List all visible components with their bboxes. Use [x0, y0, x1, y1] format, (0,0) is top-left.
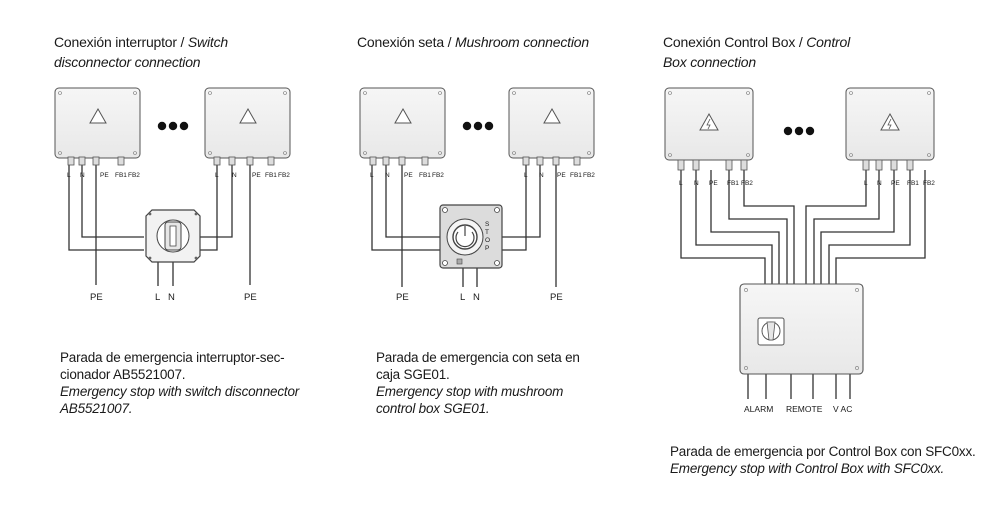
caption-mushroom-es-2: caja SGE01.	[376, 367, 450, 382]
stop-letter: T	[485, 229, 489, 236]
terminal-label: FB1	[570, 172, 582, 179]
terminal-label: FB1	[419, 172, 431, 179]
device-box-right-2	[508, 87, 595, 166]
warning-triangle-icon	[89, 107, 107, 124]
ellipsis-dots-2	[462, 121, 494, 131]
warning-triangle-icon	[394, 107, 412, 124]
device-box-left-1	[54, 87, 141, 166]
terminal-label: L	[215, 172, 219, 179]
output-label: N	[473, 292, 480, 303]
terminal-labels-1: L N PE FB1 FB2 L N PE FB1 FB2	[67, 172, 290, 179]
terminal-label: N	[385, 172, 390, 179]
terminal-label: FB1	[727, 180, 739, 187]
caption-mushroom-en-2: control box SGE01.	[376, 401, 490, 416]
output-label: L	[460, 292, 465, 303]
title-switch-en-2: disconnector connection	[54, 54, 201, 70]
output-labels-3: ALARM REMOTE V AC	[744, 404, 852, 414]
title-controlbox: Conexión Control Box / Control Box conne…	[663, 32, 850, 72]
terminal-label: N	[80, 172, 85, 179]
stop-letter: S	[485, 221, 490, 228]
output-labels-1: PE L N PE	[90, 292, 257, 303]
title-controlbox-en-2: Box connection	[663, 54, 756, 70]
caption-switch-es-1: Parada de emergencia interruptor-sec-	[60, 350, 285, 365]
output-label: PE	[90, 292, 103, 303]
electrical-hazard-icon	[880, 112, 900, 131]
terminal-label: N	[232, 172, 237, 179]
terminal-label: N	[539, 172, 544, 179]
switch-disconnector	[145, 209, 201, 263]
terminal-label: FB2	[923, 180, 935, 187]
control-device-left	[664, 87, 754, 171]
control-box	[739, 283, 864, 375]
caption-controlbox-es-1: Parada de emergencia por Control Box con…	[670, 444, 976, 459]
output-label: L	[155, 292, 160, 303]
caption-switch-en-1: Emergency stop with switch disconnector	[60, 384, 300, 399]
output-labels-2: PE L N PE	[396, 292, 563, 303]
title-mushroom-en-1: Mushroom connection	[454, 34, 589, 50]
caption-controlbox-en-1: Emergency stop with Control Box with SFC…	[670, 461, 945, 476]
terminal-label: PE	[404, 172, 413, 179]
caption-switch: Parada de emergencia interruptor-sec- ci…	[60, 349, 299, 417]
terminal-label: FB2	[278, 172, 290, 179]
caption-switch-es-2: cionador AB5521007.	[60, 367, 186, 382]
terminal-label: L	[67, 172, 71, 179]
caption-mushroom-es-1: Parada de emergencia con seta en	[376, 350, 580, 365]
terminal-label: L	[864, 180, 868, 187]
title-switch: Conexión interruptor / Switch disconnect…	[54, 32, 228, 72]
terminal-label: PE	[891, 180, 900, 187]
mushroom-button-icon	[452, 224, 478, 250]
terminal-label: N	[877, 180, 882, 187]
device-box-right-1	[204, 87, 291, 166]
ellipsis-dots-1	[157, 121, 189, 131]
caption-controlbox: Parada de emergencia por Control Box con…	[670, 443, 976, 477]
terminal-label: N	[694, 180, 699, 187]
terminal-label: PE	[100, 172, 109, 179]
terminal-labels-2: L N PE FB1 FB2 L N PE FB1 FB2	[370, 172, 595, 179]
terminal-label: FB2	[583, 172, 595, 179]
caption-mushroom: Parada de emergencia con seta en caja SG…	[376, 349, 580, 417]
terminal-label: FB2	[432, 172, 444, 179]
output-label: N	[168, 292, 175, 303]
terminal-labels-3: L N PE FB1 FB2 L N PE FB1 FB2	[679, 180, 935, 187]
terminal-label: FB2	[741, 180, 753, 187]
title-switch-en-1: Switch	[187, 34, 228, 50]
terminal-label: FB2	[128, 172, 140, 179]
output-label: PE	[396, 292, 409, 303]
electrical-hazard-icon	[699, 112, 719, 131]
title-mushroom: Conexión seta / Mushroom connection	[357, 32, 589, 52]
terminal-label: FB1	[115, 172, 127, 179]
device-box-left-2	[359, 87, 446, 166]
panel-switch	[68, 165, 251, 286]
control-device-right	[845, 87, 935, 171]
terminal-label: PE	[709, 180, 718, 187]
terminal-label: L	[370, 172, 374, 179]
title-controlbox-es: Conexión Control Box /	[663, 34, 807, 50]
output-label: PE	[550, 292, 563, 303]
terminal-label: L	[679, 180, 683, 187]
ellipsis-dots-3	[783, 126, 815, 136]
terminal-label: FB1	[907, 180, 919, 187]
panel-mushroom	[371, 165, 557, 287]
caption-mushroom-en-1: Emergency stop with mushroom	[376, 384, 564, 399]
terminal-label: FB1	[265, 172, 277, 179]
output-label: PE	[244, 292, 257, 303]
terminal-label: PE	[252, 172, 261, 179]
caption-switch-en-2: AB5521007.	[60, 401, 133, 416]
mushroom-stop-box: S T O P	[439, 204, 503, 269]
terminal-label: PE	[557, 172, 566, 179]
warning-triangle-icon	[543, 107, 561, 124]
output-label: V AC	[833, 404, 852, 414]
terminal-label: L	[524, 172, 528, 179]
output-label: REMOTE	[786, 404, 823, 414]
title-controlbox-en-1: Control	[806, 34, 850, 50]
title-mushroom-es: Conexión seta /	[357, 34, 455, 50]
output-label: ALARM	[744, 404, 773, 414]
stop-letter: O	[485, 237, 490, 244]
panel-controlbox	[680, 170, 926, 399]
warning-triangle-icon	[239, 107, 257, 124]
stop-letter: P	[485, 245, 489, 252]
title-switch-es: Conexión interruptor /	[54, 34, 188, 50]
